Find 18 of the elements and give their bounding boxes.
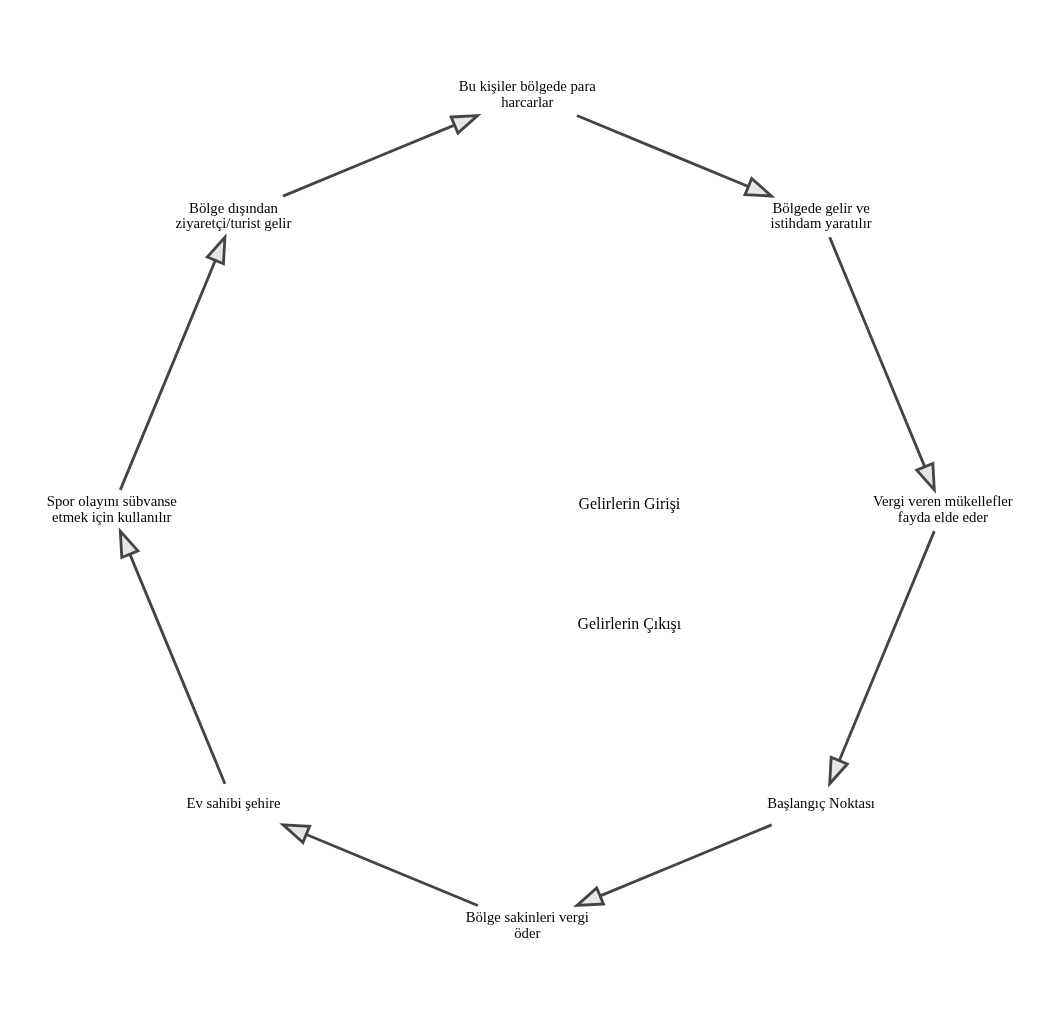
arrow — [118, 527, 227, 785]
arrow — [119, 233, 227, 491]
arrow — [573, 823, 773, 908]
arrow — [279, 823, 479, 907]
label: Gelirlerin Çıkışı — [577, 615, 682, 633]
node-text: Spor olayını sübvanse etmek için kullanılır — [46, 493, 177, 526]
node-text: Bölge sakinleri vergi öder — [465, 908, 589, 941]
node-text: Vergi veren mükellefler fayda elde eder — [873, 493, 1013, 526]
node-text: Bölgede gelir ve istihdam yaratılır — [770, 199, 872, 232]
arrow — [828, 236, 936, 494]
arrow — [576, 114, 776, 198]
node-text: Ev sahibi şehire — [186, 795, 281, 812]
node-text: Bu kişiler bölgede para harcarlar — [458, 77, 596, 110]
node-text: Bölge dışından ziyaretçi/turist gelir — [175, 199, 292, 232]
arrow — [282, 113, 482, 198]
arrow — [828, 530, 936, 788]
label: Gelirlerin Girişi — [578, 495, 681, 513]
node-text: Başlangıç Noktası — [767, 795, 875, 812]
